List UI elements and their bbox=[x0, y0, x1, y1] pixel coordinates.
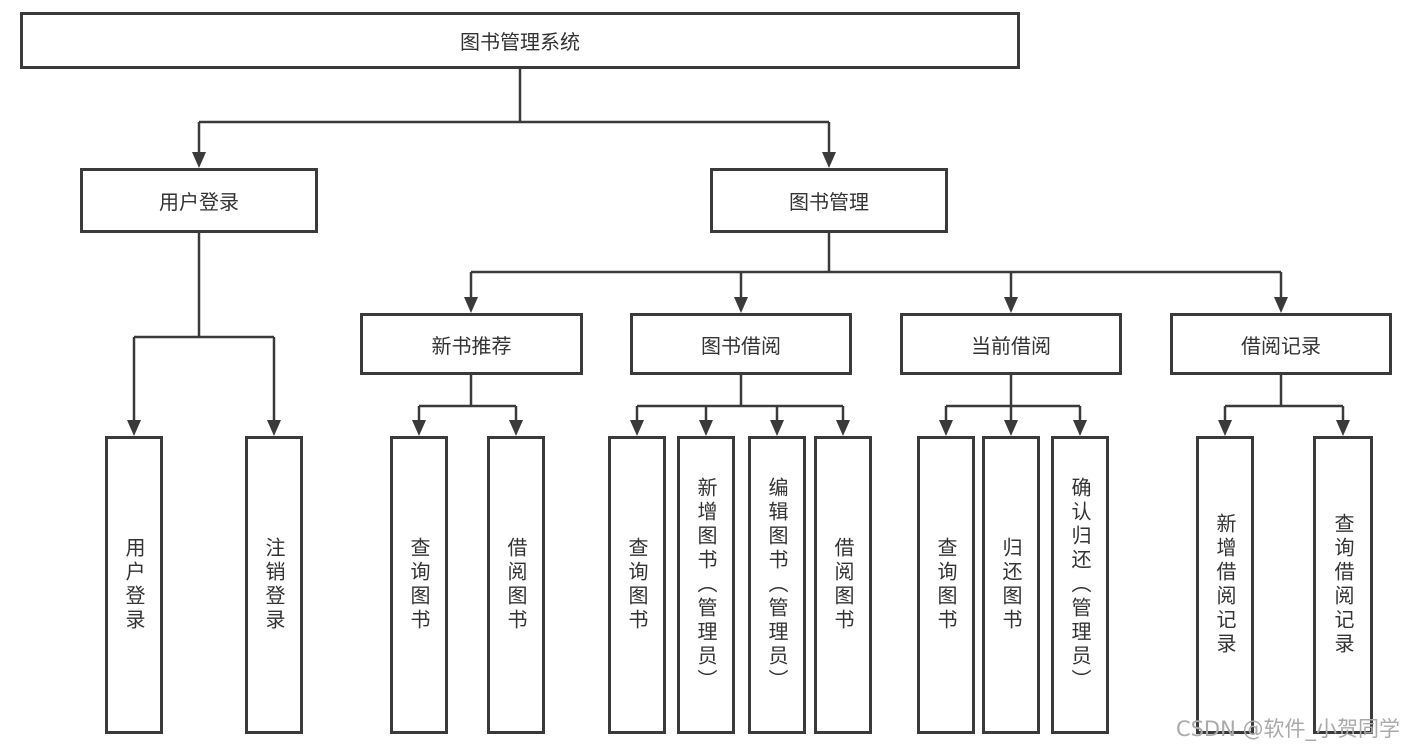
leaf-add-borrowing-record: 新增借阅记录 bbox=[1196, 436, 1254, 734]
arrowhead bbox=[939, 420, 953, 436]
arrowhead bbox=[630, 420, 644, 436]
leaf-edit-books-admin: 编辑图书（管理员） bbox=[748, 436, 806, 734]
leaf-query-borrowing-record: 查询借阅记录 bbox=[1313, 436, 1373, 734]
leaf-return-books: 归还图书 bbox=[982, 436, 1040, 734]
node-user-login: 用户登录 bbox=[80, 168, 318, 233]
arrowhead bbox=[509, 420, 523, 436]
edges-book-management-children bbox=[464, 233, 1288, 313]
edges-user-login-children bbox=[127, 233, 281, 436]
arrowhead bbox=[1073, 420, 1087, 436]
arrowhead bbox=[267, 420, 281, 436]
leaf-borrow-books-borrowing: 借阅图书 bbox=[814, 436, 872, 734]
leaf-add-books-admin: 新增图书（管理员） bbox=[677, 436, 735, 734]
node-library-management-system: 图书管理系统 bbox=[20, 12, 1020, 69]
leaf-query-books-recommend: 查询图书 bbox=[390, 436, 448, 734]
arrowhead bbox=[836, 420, 850, 436]
leaf-user-login: 用户登录 bbox=[105, 436, 163, 734]
arrowhead bbox=[1218, 420, 1232, 436]
arrowhead bbox=[770, 420, 784, 436]
leaf-query-books-borrowing: 查询图书 bbox=[608, 436, 666, 734]
arrowhead bbox=[1004, 297, 1018, 313]
edges-borrowing-records-children bbox=[1218, 375, 1350, 436]
node-book-management: 图书管理 bbox=[710, 168, 948, 233]
node-borrowing-records: 借阅记录 bbox=[1170, 313, 1392, 375]
arrowhead bbox=[412, 420, 426, 436]
edges-root-to-level2 bbox=[192, 69, 836, 168]
node-book-borrowing: 图书借阅 bbox=[630, 313, 852, 375]
arrowhead bbox=[127, 420, 141, 436]
arrowhead bbox=[734, 297, 748, 313]
node-new-book-recommendation: 新书推荐 bbox=[360, 313, 583, 375]
edges-current-borrowing-children bbox=[939, 375, 1087, 436]
arrowhead bbox=[1004, 420, 1018, 436]
edges-new-book-recommendation-children bbox=[412, 375, 523, 436]
csdn-watermark: CSDN @软件_小贺同学 bbox=[1175, 717, 1400, 741]
arrowhead bbox=[699, 420, 713, 436]
arrowhead bbox=[1274, 297, 1288, 313]
arrowhead bbox=[822, 152, 836, 168]
arrowhead bbox=[1336, 420, 1350, 436]
arrowhead bbox=[192, 152, 206, 168]
edges-book-borrowing-children bbox=[630, 375, 850, 436]
node-current-borrowing: 当前借阅 bbox=[900, 313, 1122, 375]
leaf-query-books-current: 查询图书 bbox=[917, 436, 975, 734]
arrowhead bbox=[464, 297, 478, 313]
leaf-borrow-books-recommend: 借阅图书 bbox=[487, 436, 545, 734]
leaf-logout: 注销登录 bbox=[245, 436, 303, 734]
leaf-confirm-return-admin: 确认归还（管理员） bbox=[1051, 436, 1109, 734]
